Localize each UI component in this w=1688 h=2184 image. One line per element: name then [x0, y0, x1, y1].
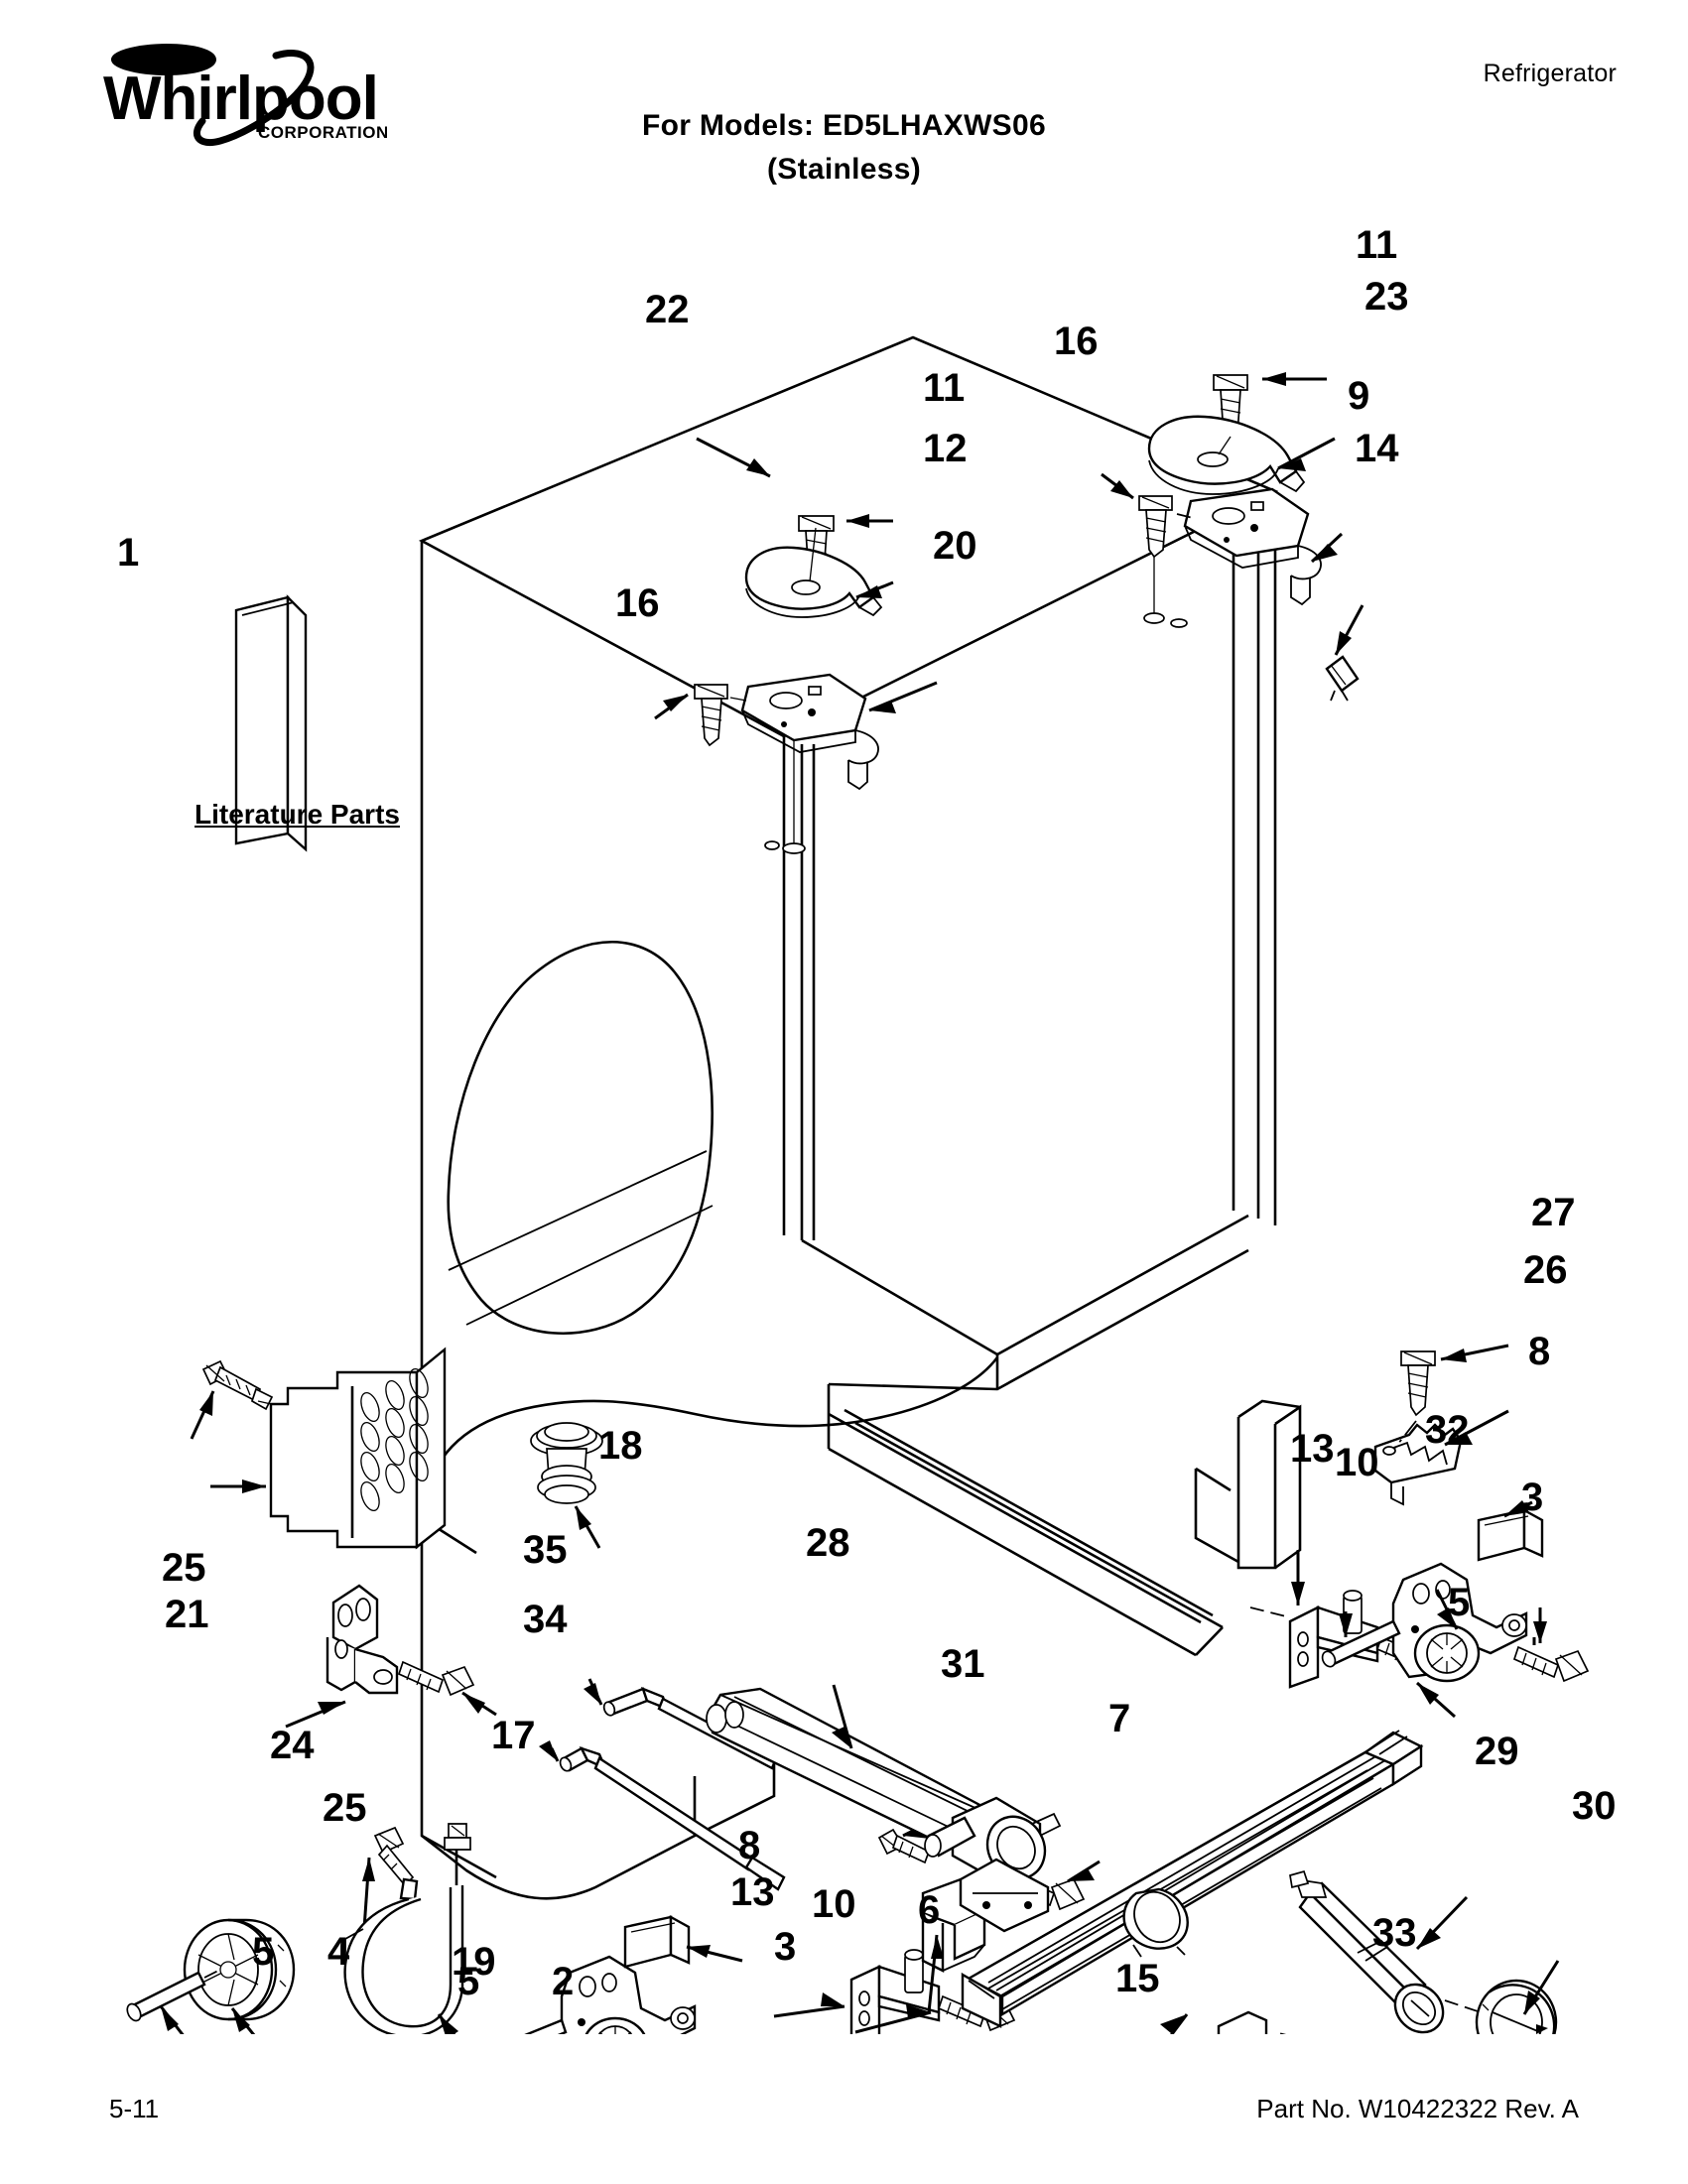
callout-13-bracket-left: 13 [730, 1870, 775, 1914]
callout-1-literature-parts-manual: 1 [117, 531, 140, 575]
part-21-toe-grille [257, 1347, 447, 1550]
callout-10-screw-bracket-right: 10 [1335, 1441, 1379, 1484]
caption-literature-parts: Literature Parts [195, 799, 400, 830]
title-block: For Models: ED5LHAXWS06 (Stainless) [0, 109, 1688, 187]
whirlpool-logo: Whirlpool CORPORATION [99, 38, 388, 147]
part-31-screw-compressor [877, 1828, 931, 1864]
callout-5-axle-pin-roller: 5 [457, 1960, 480, 2003]
callout-5-axle-pin-right: 5 [1448, 1581, 1471, 1624]
part-5-axle-pin-right [1321, 1619, 1401, 1668]
callout-11-screw-hinge-cover-right: 11 [1356, 223, 1398, 267]
callout-35-tube-upper: 35 [523, 1528, 568, 1572]
callout-29-water-filter: 29 [1475, 1730, 1519, 1773]
callout-26-wire-clip: 26 [1523, 1248, 1568, 1292]
part-16-screw-right [1138, 495, 1173, 559]
callout-21-toe-grille: 21 [165, 1593, 209, 1636]
part-5-axle-pin-roller [524, 2018, 568, 2034]
callout-34-tube-lower: 34 [523, 1598, 568, 1641]
callout-2-roller-assembly-left: 2 [552, 1960, 575, 2003]
part-17-screw-bracket [397, 1660, 475, 1697]
brand-subtext: CORPORATION [258, 123, 387, 142]
part-number: Part No. W10422322 Rev. A [1256, 2094, 1579, 2123]
callout-16-screw-hinge-center: 16 [615, 581, 660, 625]
part-3-screw-roller-right [1512, 1645, 1590, 1683]
callout-7-screw-base: 7 [1108, 1697, 1131, 1740]
callout-32-roller-assembly-right: 32 [1425, 1408, 1470, 1452]
callout-11-screw-hinge-cover-center: 11 [923, 366, 966, 410]
callout-16-screw-hinge-right: 16 [1054, 320, 1099, 363]
callout-14-pin-top-right: 14 [1355, 427, 1399, 470]
callout-33-base-clip-right: 33 [1372, 1911, 1417, 1955]
part-14-pin [1325, 655, 1360, 702]
part-19-drain-tube [343, 1823, 471, 2034]
callout-10-screw-bracket-left: 10 [812, 1882, 856, 1926]
callout-25-screw-toe-grille: 25 [162, 1546, 206, 1590]
part-4-wheel [183, 1918, 296, 2021]
callout-28-compressor-assembly: 28 [806, 1521, 850, 1565]
callout-31-screw-compressor: 31 [941, 1642, 985, 1686]
part-15-base-rail-condenser [961, 1730, 1424, 2028]
part-12-hinge-cover-center [744, 527, 883, 618]
page-number: 5-11 [109, 2094, 160, 2123]
part-25-screw-toe-grille [201, 1359, 274, 1411]
part-27-screw-wire-clip [1400, 1350, 1436, 1417]
part-32-roller-assembly-right [1391, 1562, 1528, 1683]
part-5-axle-pin-wheel [126, 1971, 206, 2022]
callout-8-spacer-block-right: 8 [1528, 1330, 1551, 1373]
callout-4-wheel: 4 [327, 1930, 350, 1974]
callout-27-screw-wire-clip: 27 [1531, 1191, 1576, 1234]
category-label: Refrigerator [1483, 60, 1617, 87]
callout-18-drain-grommet: 18 [598, 1424, 643, 1468]
part-28-compressor-assembly [706, 1687, 1062, 1933]
part-25-screw-leveler [373, 1826, 415, 1887]
callout-22-cabinet-top: 22 [645, 288, 690, 331]
callout-24-leveling-bracket: 24 [270, 1724, 315, 1767]
part-26-wire-clip [1373, 1423, 1463, 1506]
callout-3-screw-roller: 3 [774, 1925, 797, 1969]
callout-20-top-hinge-center: 20 [933, 524, 977, 568]
callout-3-screw-roller-right: 3 [1521, 1476, 1544, 1519]
callout-13-bracket-right: 13 [1290, 1427, 1335, 1471]
part-9-top-hinge-right [1143, 487, 1322, 628]
svg-text:Whirlpool: Whirlpool [103, 64, 378, 133]
finish-line: (Stainless) [766, 153, 921, 186]
part-18-drain-grommet [530, 1422, 603, 1504]
exploded-diagram [0, 149, 1688, 2034]
part-33-base-clip-right [1217, 2010, 1268, 2034]
part-34-tube-lower [559, 1745, 786, 1891]
part-16-screw-center [694, 684, 728, 747]
callout-25-screw-leveler: 25 [323, 1786, 367, 1830]
callout-30-filter-cap: 30 [1572, 1784, 1617, 1828]
part-23-hinge-cover-right [1147, 415, 1306, 495]
callout-19-drain-tube: 19 [452, 1940, 496, 1984]
callout-23-hinge-cover-right: 23 [1364, 275, 1409, 319]
callout-17-screw-bracket-toe: 17 [491, 1714, 536, 1757]
part-8-spacer-left [623, 1914, 691, 1969]
callout-15-base-grille-rail: 15 [1115, 1957, 1160, 2000]
part-29-water-filter [1289, 1869, 1445, 2034]
part-20-top-hinge-center [729, 673, 879, 854]
callout-9-top-hinge-right: 9 [1348, 374, 1370, 418]
callout-8-spacer-block-left: 8 [738, 1824, 761, 1867]
part-1-literature-manual [234, 594, 308, 852]
part-30-filter-cap [1475, 1979, 1558, 2034]
part-24-leveling-bracket [325, 1584, 399, 1695]
model-line: For Models: ED5LHAXWS06 [642, 109, 1046, 142]
callout-6-base-clip: 6 [918, 1888, 941, 1932]
callout-12-hinge-cover-center: 12 [923, 427, 968, 470]
callout-5-axle-pin-wheel: 5 [252, 1930, 275, 1974]
part-2-roller-assembly-left [560, 1955, 697, 2034]
